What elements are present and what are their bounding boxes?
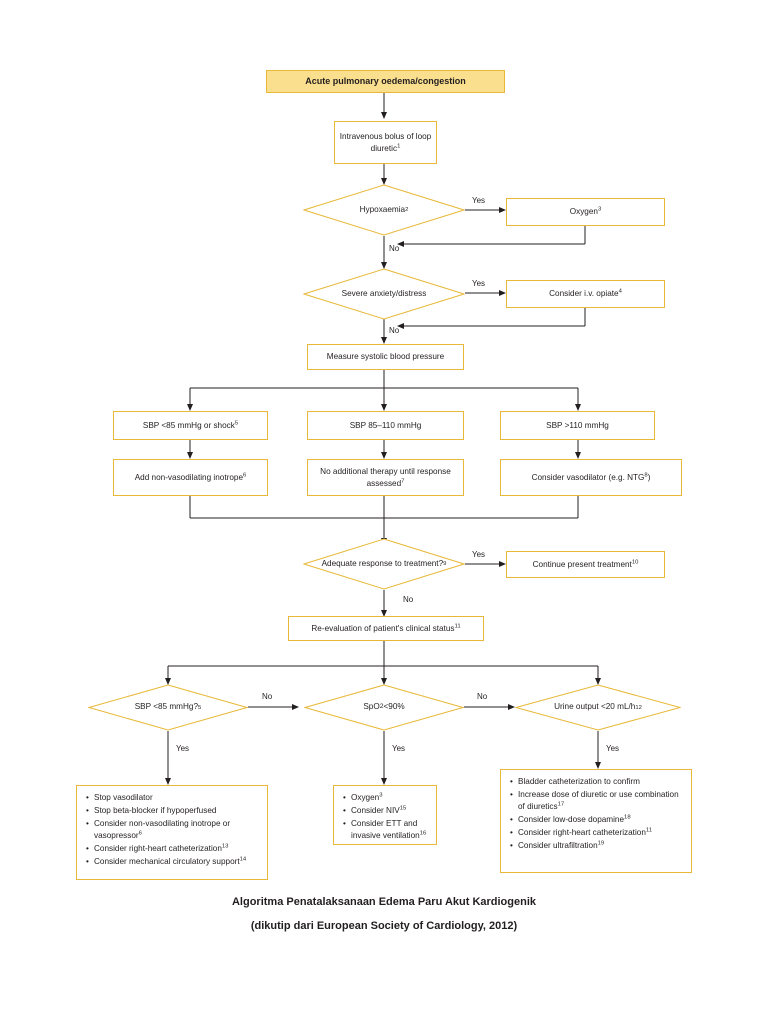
node-label: Acute pulmonary oedema/congestion [305, 76, 466, 87]
node-label: SBP <85 mmHg?5 [134, 702, 202, 712]
node-consider-opiate: Consider i.v. opiate4 [506, 280, 665, 308]
list-item: Stop beta-blocker if hypoperfused [86, 805, 260, 817]
node-label: Consider vasodilator (e.g. NTG8) [531, 472, 651, 482]
list-item: Consider right-heart catheterization11 [510, 827, 684, 839]
node-label: SBP 85–110 mmHg [349, 420, 422, 430]
edge-label-yes-hypoxaemia: Yes [472, 196, 486, 205]
node-loop-diuretic: Intravenous bolus of loop diuretic1 [334, 121, 437, 164]
node-oxygen: Oxygen3 [506, 198, 665, 226]
edge-label-yes-spo2-check: Yes [392, 744, 406, 753]
node-label: Add non-vasodilating inotrope6 [134, 472, 247, 482]
node-label: Continue present treatment10 [532, 559, 639, 569]
edge-label-no-adequate: No [403, 595, 414, 604]
node-sbp-high: SBP >110 mmHg [500, 411, 655, 440]
node-reevaluation: Re-evaluation of patient's clinical stat… [288, 616, 484, 641]
edge-label-yes-adequate: Yes [472, 550, 486, 559]
diamond-shape [304, 684, 464, 731]
list-item: Consider low-dose dopamine18 [510, 814, 684, 826]
list-item: Consider non-vasodilating inotrope or va… [86, 818, 260, 841]
node-label: Severe anxiety/distress [341, 288, 427, 298]
node-no-additional-therapy: No additional therapy until response ass… [307, 459, 464, 496]
node-label: SBP <85 mmHg or shock5 [142, 420, 239, 430]
node-label: Adequate response to treatment?9 [321, 558, 447, 568]
list-box-left: Stop vasodilatorStop beta-blocker if hyp… [76, 785, 268, 880]
node-label: Consider i.v. opiate4 [549, 288, 622, 299]
caption-line-2: (dikutip dari European Society of Cardio… [250, 920, 518, 932]
list-box-right: Bladder catheterization to confirmIncrea… [500, 769, 692, 873]
diamond-shape [88, 684, 248, 731]
list-item: Stop vasodilator [86, 792, 260, 804]
edge-label-yes-anxiety: Yes [472, 279, 486, 288]
list-item: Consider ETT and invasive ventilation16 [343, 818, 429, 841]
node-label: Re-evaluation of patient's clinical stat… [311, 623, 461, 633]
list-item: Oxygen3 [343, 792, 429, 804]
edge-label-no-sbp-check: No [262, 692, 273, 701]
edge-label-yes-urine-check: Yes [606, 744, 620, 753]
caption-line-1: Algoritma Penatalaksanaan Edema Paru Aku… [231, 896, 537, 908]
list-box-middle: Oxygen3Consider NIV15Consider ETT and in… [333, 785, 437, 845]
node-label: SBP >110 mmHg [546, 420, 609, 430]
edge-label-no-anxiety: No [389, 326, 400, 335]
node-continue-treatment: Continue present treatment10 [506, 551, 665, 578]
node-acute-pulmonary-oedema: Acute pulmonary oedema/congestion [266, 70, 505, 93]
node-label: Measure systolic blood pressure [326, 352, 445, 362]
list-right: Bladder catheterization to confirmIncrea… [509, 776, 684, 852]
list-item: Consider ultrafiltration19 [510, 840, 684, 852]
node-sbp-check: SBP <85 mmHg?5 [88, 684, 248, 731]
list-item: Bladder catheterization to confirm [510, 776, 684, 788]
edge-label-no-hypoxaemia: No [389, 244, 400, 253]
node-severe-anxiety: Severe anxiety/distress [303, 268, 465, 320]
list-item: Increase dose of diuretic or use combina… [510, 789, 684, 812]
list-item: Consider NIV15 [343, 805, 429, 817]
list-item: Consider mechanical circulatory support1… [86, 856, 260, 868]
node-label: Intravenous bolus of loop diuretic1 [339, 132, 432, 153]
diamond-shape [303, 184, 465, 236]
diamond-shape [303, 538, 465, 590]
edge-label-yes-sbp-check: Yes [176, 744, 190, 753]
node-add-inotrope: Add non-vasodilating inotrope6 [113, 459, 268, 496]
node-adequate-response: Adequate response to treatment?9 [303, 538, 465, 590]
diamond-shape [515, 684, 681, 731]
list-item: Consider right-heart catheterization13 [86, 843, 260, 855]
list-left: Stop vasodilatorStop beta-blocker if hyp… [85, 792, 260, 868]
diamond-shape [303, 268, 465, 320]
node-label: No additional therapy until response ass… [320, 467, 451, 488]
node-consider-vasodilator: Consider vasodilator (e.g. NTG8) [500, 459, 682, 496]
list-middle: Oxygen3Consider NIV15Consider ETT and in… [342, 792, 429, 842]
node-sbp-mid: SBP 85–110 mmHg [307, 411, 464, 440]
node-sbp-low: SBP <85 mmHg or shock5 [113, 411, 268, 440]
edge-label-no-spo2-check: No [477, 692, 488, 701]
node-measure-sbp: Measure systolic blood pressure [307, 344, 464, 370]
node-label: Oxygen3 [569, 206, 602, 217]
